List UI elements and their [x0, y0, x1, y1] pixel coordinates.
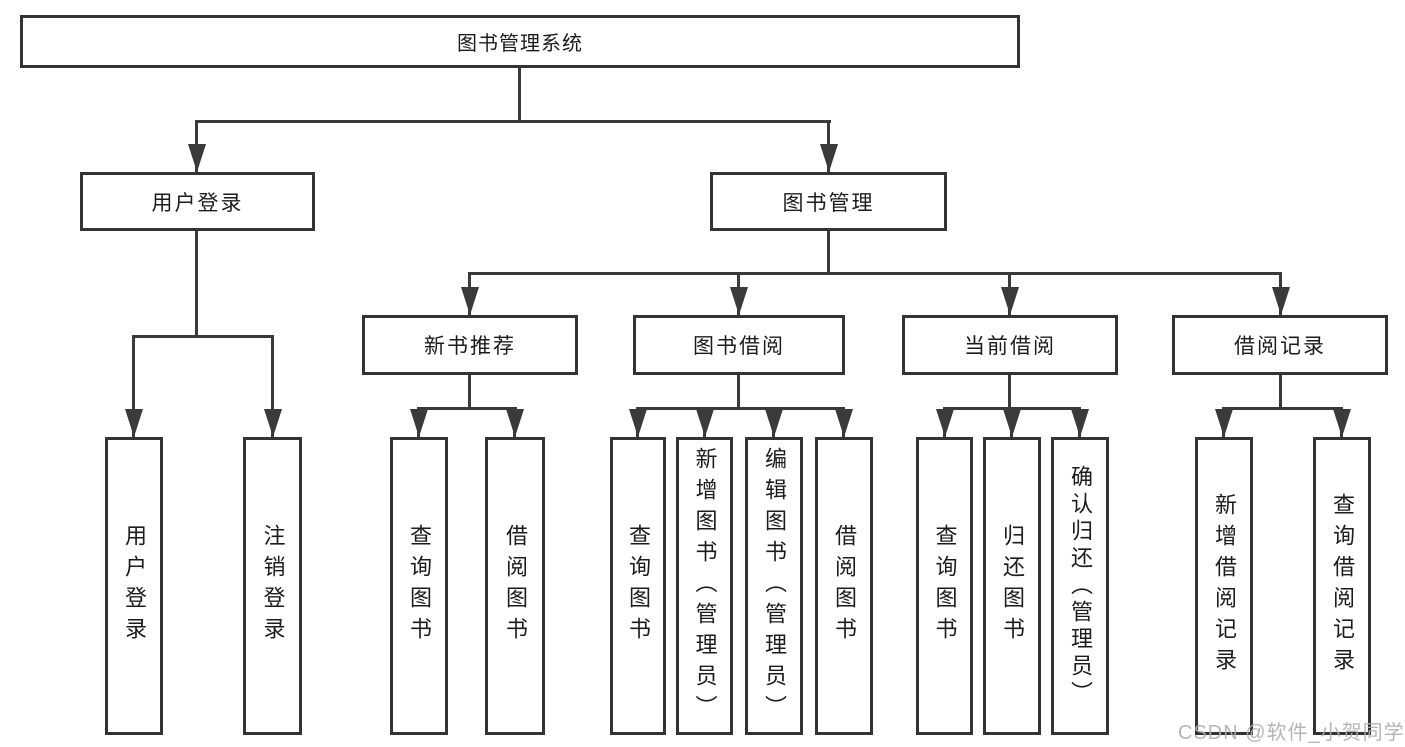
- arrowhead-icon: [410, 409, 428, 437]
- arrowhead-icon: [1001, 287, 1019, 315]
- leaf-add-books-admin: 新增图书（管理员）: [676, 437, 733, 735]
- arrowhead-icon: [1003, 409, 1021, 437]
- arrowhead-icon: [696, 409, 714, 437]
- arrowhead-icon: [461, 287, 479, 315]
- arrowhead-icon: [936, 409, 954, 437]
- leaf-logout: 注销登录: [243, 437, 302, 735]
- connector-line: [827, 231, 830, 272]
- node-user-login: 用户登录: [80, 172, 315, 231]
- leaf-borrow-books-borrowing: 借阅图书: [815, 437, 873, 735]
- connector-line: [132, 335, 274, 338]
- leaf-label: 借阅图书: [832, 524, 857, 648]
- leaf-label: 查询图书: [407, 524, 432, 648]
- arrowhead-icon: [820, 144, 838, 172]
- arrowhead-icon: [765, 409, 783, 437]
- node-new-book-recommend: 新书推荐: [362, 315, 578, 375]
- connector-line: [195, 120, 831, 123]
- arrowhead-icon: [1071, 409, 1089, 437]
- arrowhead-icon: [1272, 287, 1290, 315]
- arrowhead-icon: [730, 287, 748, 315]
- leaf-return-books: 归还图书: [983, 437, 1041, 735]
- arrowhead-icon: [1215, 409, 1233, 437]
- leaf-confirm-return-admin: 确认归还（管理员）: [1051, 437, 1109, 735]
- connector-line: [636, 407, 844, 410]
- connector-line: [1008, 375, 1011, 407]
- arrowhead-icon: [629, 409, 647, 437]
- leaf-borrow-books-recommend: 借阅图书: [485, 437, 545, 735]
- connector-line: [468, 375, 471, 407]
- connector-line: [1279, 375, 1282, 407]
- leaf-label: 借阅图书: [503, 524, 528, 648]
- leaf-query-books-recommend: 查询图书: [390, 437, 448, 735]
- arrowhead-icon: [1333, 409, 1351, 437]
- arrowhead-icon: [125, 409, 143, 437]
- connector-line: [271, 335, 274, 437]
- leaf-add-borrow-record: 新增借阅记录: [1195, 437, 1253, 735]
- leaf-label: 用户登录: [122, 524, 147, 648]
- node-book-management: 图书管理: [710, 172, 947, 231]
- connector-line: [518, 68, 521, 120]
- node-current-borrowing: 当前借阅: [902, 315, 1118, 375]
- leaf-label: 查询图书: [932, 524, 958, 648]
- leaf-label: 新增借阅记录: [1212, 493, 1237, 679]
- leaf-query-borrow-record: 查询借阅记录: [1313, 437, 1371, 735]
- node-book-borrowing: 图书借阅: [633, 315, 845, 375]
- arrowhead-icon: [506, 409, 524, 437]
- leaf-query-books-borrowing: 查询图书: [610, 437, 666, 735]
- connector-line: [132, 335, 135, 437]
- leaf-edit-books-admin: 编辑图书（管理员）: [745, 437, 803, 735]
- node-library-management-system: 图书管理系统: [20, 15, 1020, 68]
- leaf-label: 查询借阅记录: [1330, 493, 1355, 679]
- csdn-watermark: CSDN @软件_小贺同学: [1178, 722, 1405, 744]
- leaf-label: 注销登录: [260, 524, 286, 648]
- node-borrowing-records: 借阅记录: [1172, 315, 1388, 375]
- leaf-label: 新增图书（管理员）: [692, 446, 718, 726]
- leaf-user-login: 用户登录: [105, 437, 163, 735]
- leaf-query-books-current: 查询图书: [916, 437, 973, 735]
- connector-line: [737, 375, 740, 407]
- leaf-label: 编辑图书（管理员）: [762, 446, 787, 726]
- leaf-label: 归还图书: [1000, 524, 1025, 648]
- arrowhead-icon: [835, 409, 853, 437]
- arrowhead-icon: [188, 144, 206, 172]
- connector-line: [468, 272, 1282, 275]
- leaf-label: 确认归还（管理员）: [1068, 464, 1093, 708]
- leaf-label: 查询图书: [626, 524, 651, 648]
- arrowhead-icon: [264, 409, 282, 437]
- connector-line: [195, 231, 198, 335]
- connector-line: [417, 407, 517, 410]
- connector-line: [1222, 407, 1342, 410]
